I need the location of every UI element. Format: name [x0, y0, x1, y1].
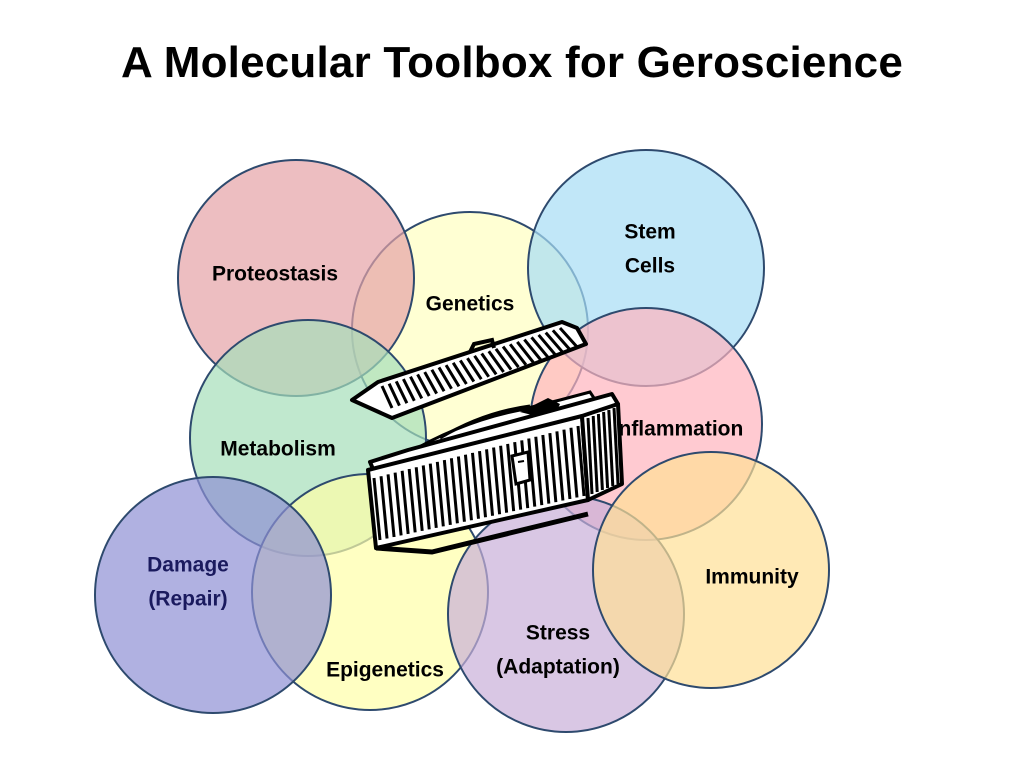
- label-stem-cells: Cells: [625, 255, 675, 278]
- label-immunity: Immunity: [705, 566, 799, 589]
- slide-title: A Molecular Toolbox for Geroscience: [120, 38, 904, 87]
- label-stress-adaptation: (Adaptation): [496, 656, 620, 679]
- label-epigenetics: Epigenetics: [326, 659, 444, 682]
- label-stress-adaptation: Stress: [526, 622, 590, 645]
- label-stem-cells: Stem: [624, 221, 675, 244]
- label-damage-repair: (Repair): [148, 588, 227, 611]
- circle-damage-repair: [94, 476, 332, 714]
- label-metabolism: Metabolism: [220, 438, 336, 461]
- toolbox-icon: [350, 320, 624, 555]
- circle-immunity: [592, 451, 830, 689]
- label-damage-repair: Damage: [147, 554, 229, 577]
- label-genetics: Genetics: [426, 293, 515, 316]
- label-inflammation: Inflammation: [613, 418, 744, 441]
- label-proteostasis: Proteostasis: [212, 263, 338, 286]
